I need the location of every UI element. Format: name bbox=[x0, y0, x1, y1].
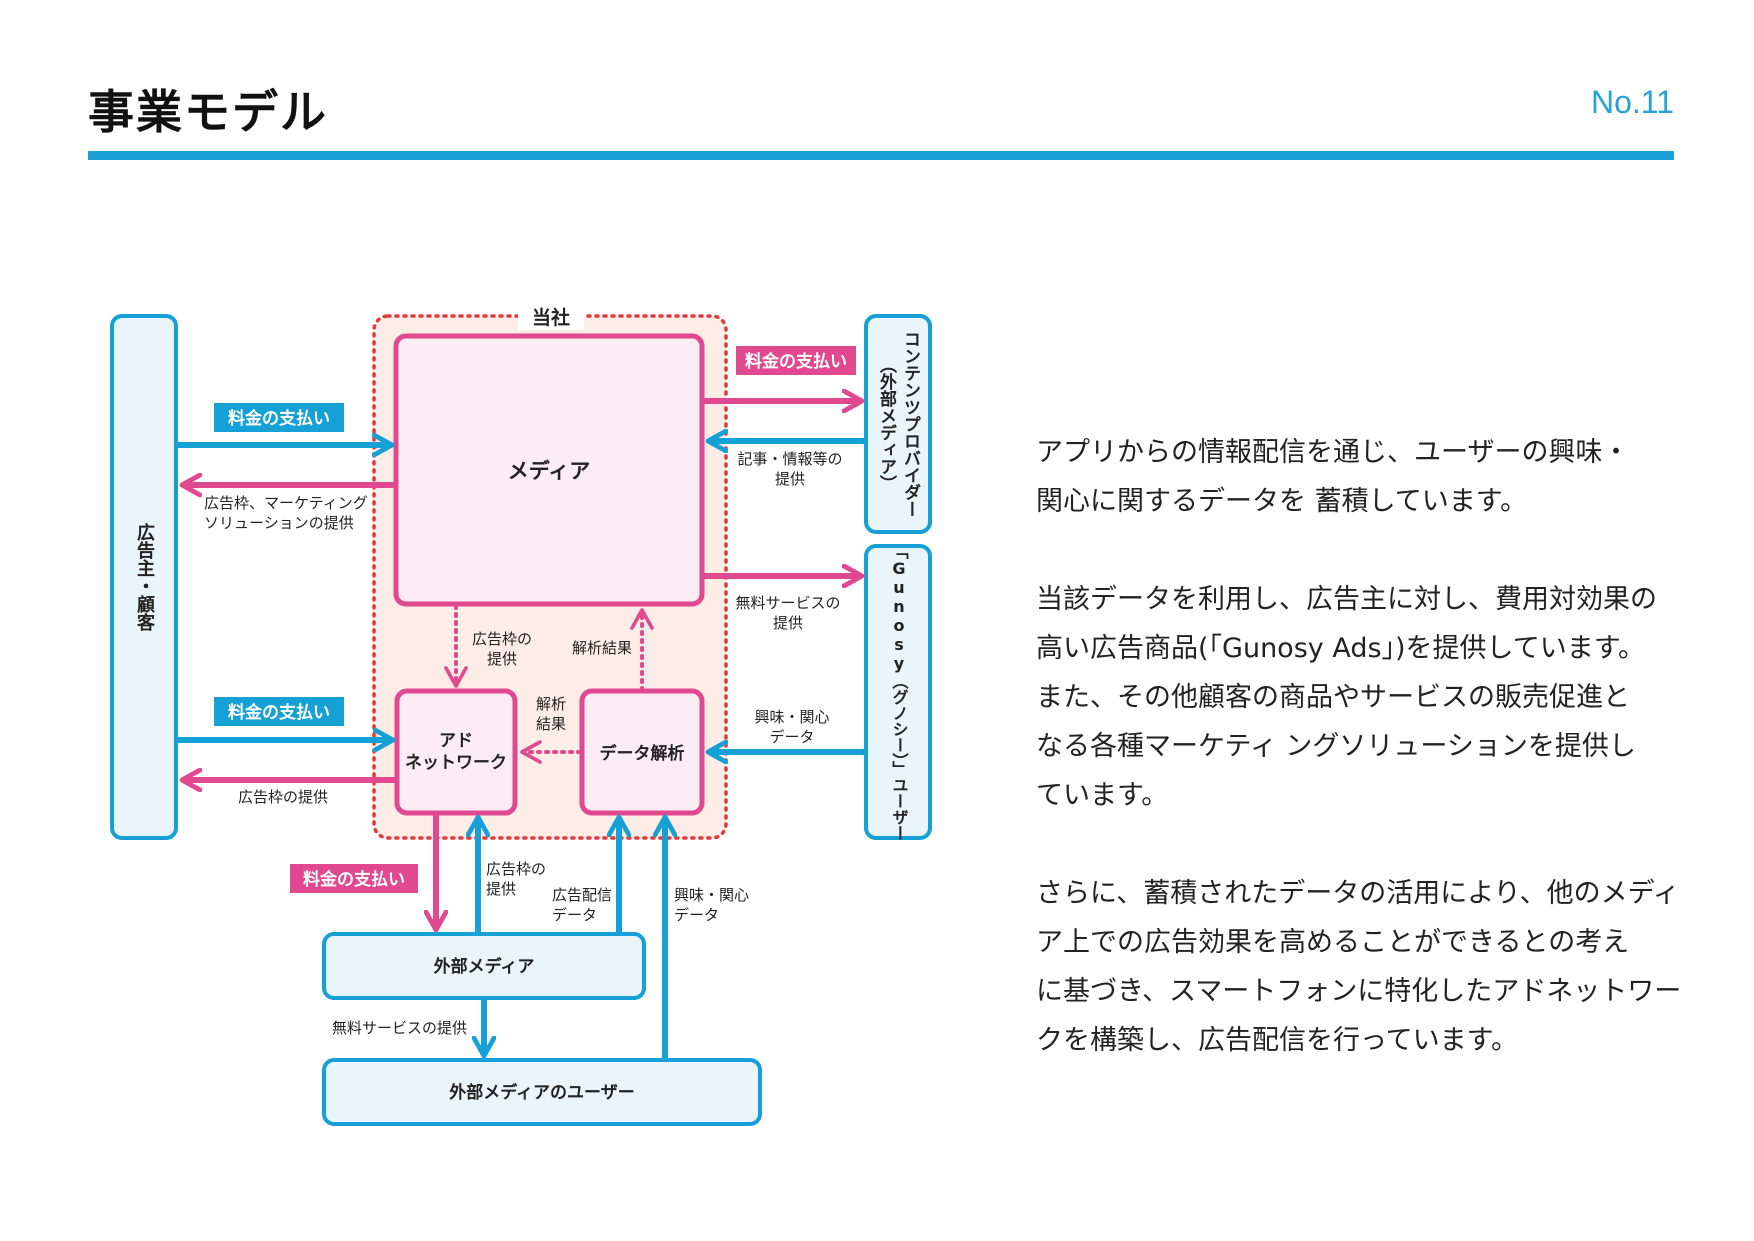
description-paragraph-3: さらに、蓄積されたデータの活用により、他のメディ ア上での広告効果を高めることが… bbox=[1036, 878, 1682, 1056]
advertiser-label: 広告主・顧客 bbox=[134, 522, 155, 632]
label-ad-space-media-1: 広告枠の bbox=[472, 630, 532, 648]
ad-network-label-2: ネットワーク bbox=[405, 753, 507, 773]
media-label: メディア bbox=[508, 459, 591, 483]
label-ad-space-media-2: 提供 bbox=[487, 650, 517, 668]
external-media-users-label: 外部メディアのユーザー bbox=[449, 1082, 634, 1103]
gunosy-user-label: 「Gunosy（グノシー）」ユーザー bbox=[890, 543, 909, 841]
external-media-users-node bbox=[322, 1058, 762, 1126]
label-ad-space-ext-2: 提供 bbox=[486, 880, 516, 898]
external-media-label: 外部メディア bbox=[434, 956, 535, 977]
content-provider-node bbox=[864, 314, 932, 534]
label-free-service-ext: 無料サービスの提供 bbox=[332, 1019, 467, 1037]
data-analysis-label: データ解析 bbox=[600, 743, 685, 764]
label-articles-2: 提供 bbox=[775, 470, 805, 488]
advertiser-node bbox=[110, 314, 178, 840]
label-analysis-result-up: 解析結果 bbox=[572, 639, 632, 657]
payment-badge-media-cp-label: 料金の支払い bbox=[745, 351, 847, 372]
label-ad-space-to-adv: 広告枠の提供 bbox=[238, 788, 328, 806]
media-node bbox=[393, 333, 705, 607]
label-interest-user-2: データ bbox=[769, 728, 814, 746]
description-paragraph-2: 当該データを利用し、広告主に対し、費用対効果の 高い広告商品(「Gunosy A… bbox=[1036, 584, 1657, 811]
payment-badge-adv-adnet bbox=[214, 697, 344, 726]
label-free-service-2: 提供 bbox=[773, 614, 803, 632]
payment-badge-adv-media-label: 料金の支払い bbox=[228, 408, 330, 429]
label-interest-ext-2: データ bbox=[674, 906, 719, 924]
label-interest-user-1: 興味・関心 bbox=[754, 708, 829, 726]
title-rule bbox=[88, 151, 1674, 160]
label-analysis-result-left-2: 結果 bbox=[536, 715, 566, 733]
gunosy-user-node bbox=[864, 544, 932, 840]
page-title: 事業モデル bbox=[88, 85, 328, 139]
description: アプリからの情報配信を通じ、ユーザーの興味・ 関心に関するデータを 蓄積していま… bbox=[1036, 428, 1686, 1114]
payment-badge-media-cp bbox=[736, 346, 856, 375]
label-analysis-result-left-1: 解析 bbox=[536, 695, 566, 713]
label-ad-space-ext-1: 広告枠の bbox=[486, 860, 546, 878]
label-ad-delivery-1: 広告配信 bbox=[552, 886, 612, 904]
payment-badge-adv-media bbox=[214, 403, 344, 432]
ad-network-node bbox=[394, 688, 518, 816]
label-ad-space-marketing-1: 広告枠、マーケティング bbox=[204, 494, 368, 512]
label-ad-space-marketing-2: ソリューションの提供 bbox=[204, 514, 354, 532]
payment-badge-adnet-ext bbox=[290, 864, 418, 893]
content-provider-label-2: （外部メディア） bbox=[876, 356, 897, 492]
label-articles-1: 記事・情報等の bbox=[737, 450, 842, 468]
company-label: 当社 bbox=[532, 306, 570, 329]
description-paragraph-1: アプリからの情報配信を通じ、ユーザーの興味・ 関心に関するデータを 蓄積していま… bbox=[1036, 437, 1630, 517]
ad-network-label-1: アド bbox=[439, 731, 473, 751]
page-number: No.11 bbox=[1590, 84, 1674, 120]
content-provider-label-1: コンテンツプロバイダー bbox=[900, 331, 921, 518]
label-interest-ext-1: 興味・関心 bbox=[674, 886, 749, 904]
payment-badge-adnet-ext-label: 料金の支払い bbox=[303, 869, 405, 890]
label-ad-delivery-2: データ bbox=[552, 906, 597, 924]
payment-badge-adv-adnet-label: 料金の支払い bbox=[228, 702, 330, 723]
label-free-service-1: 無料サービスの bbox=[735, 594, 840, 612]
